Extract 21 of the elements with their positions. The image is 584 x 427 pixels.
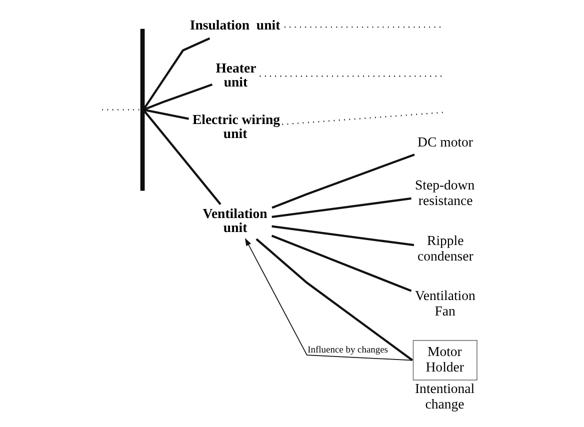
connector bbox=[271, 234, 412, 292]
node-text: Ventilation Fan bbox=[414, 288, 476, 318]
node-text: Ventilation unit bbox=[202, 206, 268, 235]
node-text: DC motor bbox=[418, 134, 474, 150]
node-label: Intentional change bbox=[414, 380, 475, 412]
connector bbox=[272, 154, 415, 209]
node-text: Ripple condenser bbox=[418, 232, 474, 264]
connector bbox=[282, 112, 444, 126]
node-text: Step-down resistance bbox=[414, 178, 475, 208]
connector bbox=[272, 197, 412, 218]
node-box: Motor Holder bbox=[412, 340, 478, 380]
node-bar bbox=[140, 28, 145, 191]
node-text: Electric wiring unit bbox=[192, 112, 280, 142]
connector bbox=[144, 84, 213, 110]
connector bbox=[272, 225, 414, 246]
node-text: Insulation unit bbox=[190, 18, 280, 33]
connector bbox=[144, 108, 189, 120]
node-text: Heater unit bbox=[216, 60, 256, 90]
edge-label: Influence by changes bbox=[308, 345, 388, 356]
connector bbox=[143, 37, 210, 109]
connector bbox=[144, 110, 222, 205]
